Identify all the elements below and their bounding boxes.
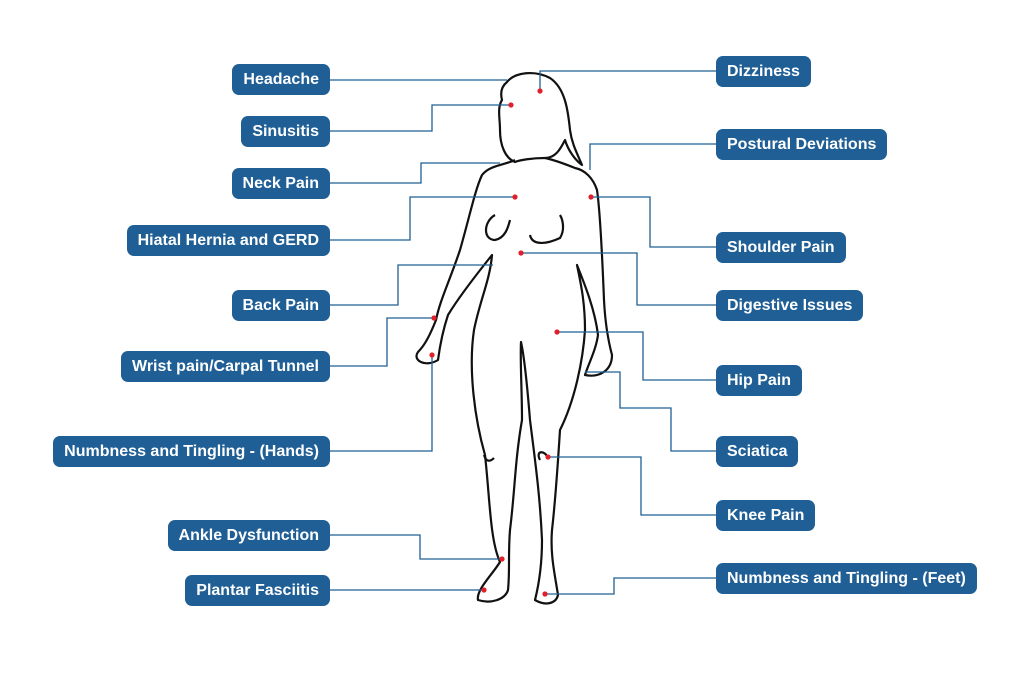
label-sciatica: Sciatica <box>716 436 799 467</box>
label-numbness-hands: Numbness and Tingling - (Hands) <box>53 436 330 467</box>
body-outline <box>415 72 614 605</box>
label-sinusitis: Sinusitis <box>241 116 330 147</box>
pain-point-markers <box>429 88 594 597</box>
label-shoulder-pain: Shoulder Pain <box>716 232 846 263</box>
label-headache: Headache <box>232 64 330 95</box>
label-dizziness: Dizziness <box>716 56 811 87</box>
label-knee-pain: Knee Pain <box>716 500 816 531</box>
label-ankle-dysfunction: Ankle Dysfunction <box>167 520 330 551</box>
label-numbness-feet: Numbness and Tingling - (Feet) <box>716 563 977 594</box>
label-postural-deviations: Postural Deviations <box>716 129 888 160</box>
label-neck-pain: Neck Pain <box>231 168 330 199</box>
label-back-pain: Back Pain <box>231 290 330 321</box>
label-wrist-pain: Wrist pain/Carpal Tunnel <box>121 351 330 382</box>
label-hip-pain: Hip Pain <box>716 365 803 396</box>
label-hiatal-hernia-gerd: Hiatal Hernia and GERD <box>126 225 330 256</box>
label-plantar-fasciitis: Plantar Fasciitis <box>185 575 330 606</box>
connector-lines <box>330 70 716 595</box>
label-digestive-issues: Digestive Issues <box>716 290 864 321</box>
